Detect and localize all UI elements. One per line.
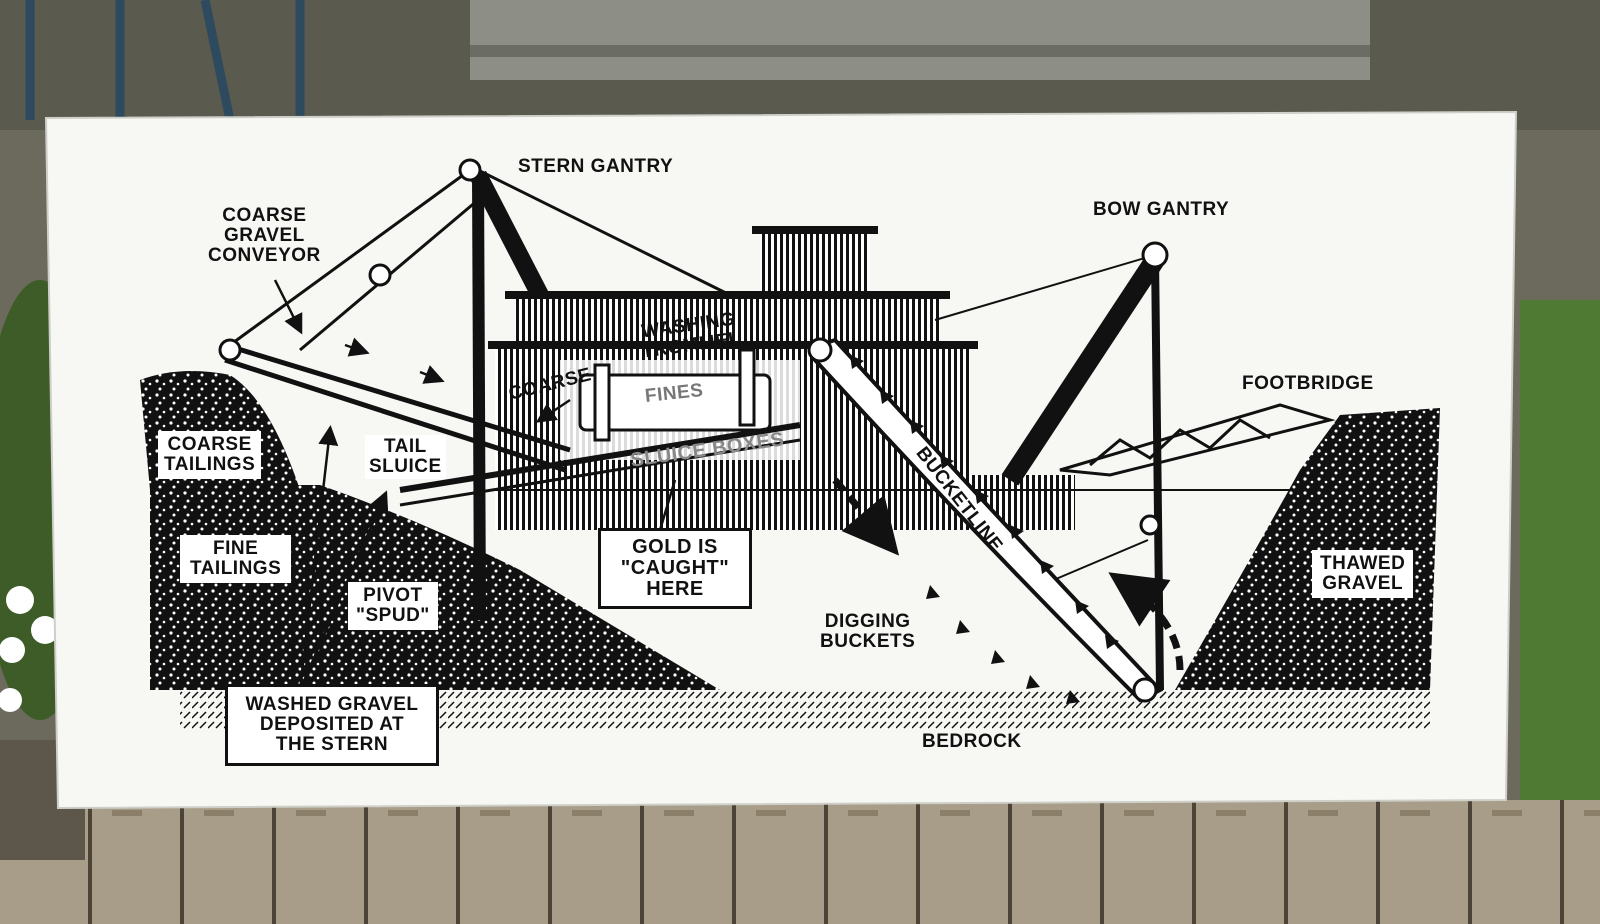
bucketline-ladder [807, 337, 1164, 703]
label-bow-gantry: BOW GANTRY [1093, 199, 1230, 220]
bucket-down-arrow [832, 477, 900, 556]
label-stern-gantry: STERN GANTRY [518, 156, 674, 177]
white-petunias [0, 586, 59, 712]
label-thawed-gravel: THAWED GRAVEL [1312, 550, 1414, 598]
foliage-right [1520, 300, 1600, 800]
dredge-hull-background [470, 0, 1370, 80]
label-bedrock: BEDROCK [922, 731, 1022, 752]
label-fine-tailings: FINE TAILINGS [180, 535, 292, 583]
label-washed-gravel-deposited: WASHED GRAVEL DEPOSITED AT THE STERN [225, 684, 439, 766]
label-tail-sluice: TAIL SLUICE [365, 435, 446, 479]
conveyor-leader-arrow [273, 279, 303, 335]
pivot-spud-leader [298, 490, 389, 691]
washing-trommel [578, 348, 772, 442]
wooden-deck [0, 800, 1600, 924]
pilot-house [760, 230, 870, 295]
thawed-gravel-pile [1175, 408, 1440, 690]
label-gold-caught-here: GOLD IS "CAUGHT" HERE [598, 528, 752, 609]
bucket-up-arrow [1108, 572, 1184, 671]
footbridge-truss [1059, 403, 1336, 477]
upper-deckhouse [515, 295, 940, 345]
label-digging-buckets: DIGGING BUCKETS [820, 611, 916, 652]
railing-posts [25, 0, 305, 121]
coarse-gravel-conveyor [218, 338, 571, 473]
tail-sluice [399, 422, 801, 493]
stern-gantry [229, 158, 731, 621]
bedrock-zone [180, 690, 1430, 730]
label-footbridge: FOOTBRIDGE [1242, 373, 1374, 394]
washed-gravel-leader [298, 425, 339, 691]
label-coarse-tailings: COARSE TAILINGS [158, 431, 262, 479]
label-pivot-spud: PIVOT "SPUD" [348, 582, 438, 630]
label-coarse-gravel-conveyor: COARSE GRAVEL CONVEYOR [208, 205, 321, 266]
digging-buckets-teeth [850, 355, 1119, 704]
